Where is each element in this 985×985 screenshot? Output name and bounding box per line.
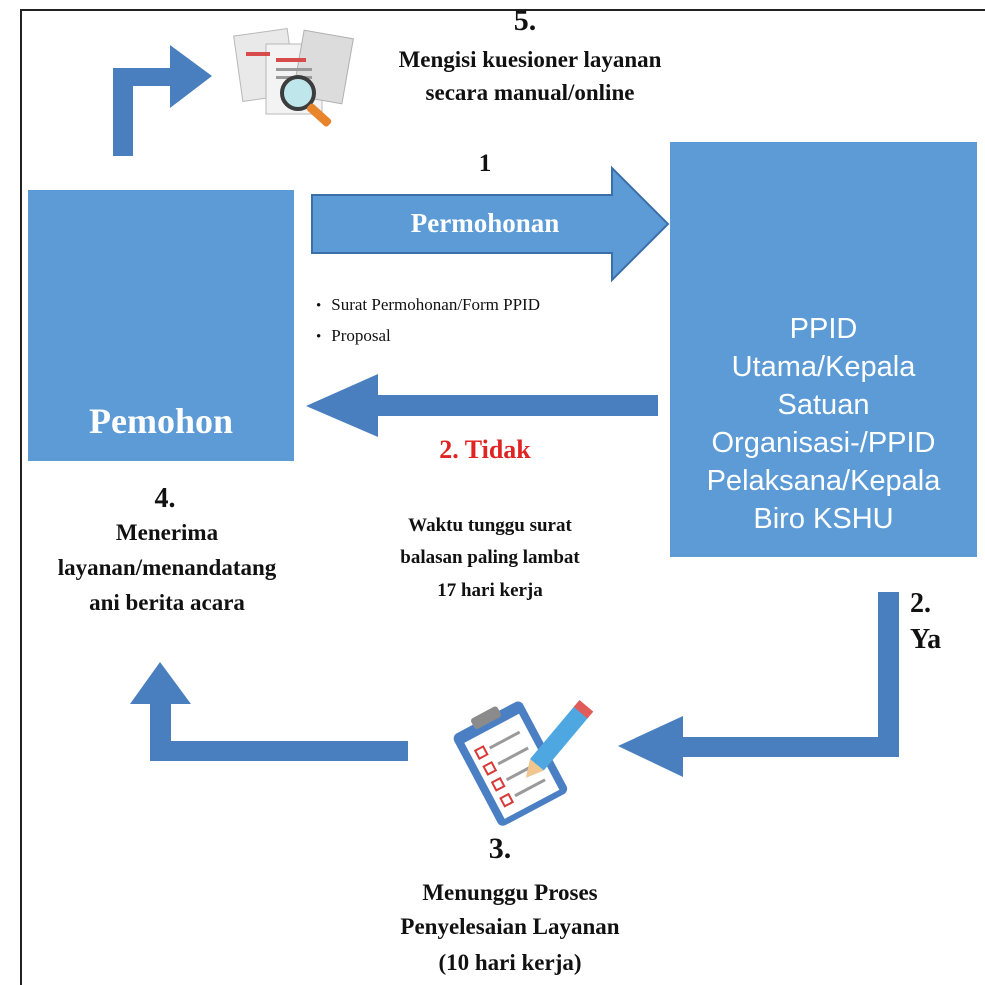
step5-line: secara manual/online — [425, 80, 635, 105]
requirement-item: Proposal — [316, 321, 540, 352]
ppid-line: Satuan — [777, 389, 870, 421]
ppid-line: Organisasi-/PPID — [711, 427, 936, 459]
step5-line: Mengisi kuesioner layanan — [398, 47, 662, 72]
step5-number: 5. — [513, 4, 537, 37]
ppid-line: Pelaksana/Kepala — [706, 465, 941, 497]
ppid-line: Biro KSHU — [753, 503, 894, 535]
top-border — [20, 9, 985, 11]
wait-note-line: 17 hari kerja — [437, 580, 543, 601]
permohonan-label: Permohonan — [410, 208, 560, 238]
step4-line: layanan/menandatang — [57, 555, 277, 580]
left-border — [20, 9, 22, 985]
arrow-tidak — [306, 374, 658, 437]
arrow-to-pemohon — [130, 662, 408, 761]
step2-tidak-label: 2. Tidak — [439, 435, 531, 464]
step1-number: 1 — [478, 150, 492, 177]
requirements-list: Surat Permohonan/Form PPID Proposal — [316, 290, 540, 352]
step3-line: Penyelesaian Layanan — [400, 914, 620, 939]
step4-line: ani berita acara — [89, 590, 245, 615]
step3-line: (10 hari kerja) — [438, 950, 582, 975]
ppid-line: PPID — [789, 313, 858, 345]
pemohon-label: Pemohon — [89, 401, 233, 441]
clipboard-checklist-icon — [453, 701, 568, 826]
requirement-item: Surat Permohonan/Form PPID — [316, 290, 540, 321]
step3-line: Menunggu Proses — [422, 880, 598, 905]
arrow-ya — [618, 592, 899, 777]
step2-ya-number: 2. — [910, 588, 931, 619]
pemohon-box: Pemohon — [28, 190, 294, 461]
step2-ya-label: Ya — [910, 624, 942, 655]
arrow-to-questionnaire — [113, 45, 212, 156]
step4-line: Menerima — [115, 520, 219, 545]
step3-number: 3. — [488, 832, 512, 865]
ppid-line: Utama/Kepala — [731, 351, 916, 383]
arrow-permohonan — [311, 165, 670, 283]
wait-note-line: balasan paling lambat — [400, 547, 580, 568]
ppid-label: PPID Utama/Kepala Satuan Organisasi-/PPI… — [670, 310, 977, 538]
ppid-box: PPID Utama/Kepala Satuan Organisasi-/PPI… — [670, 142, 977, 557]
document-search-icon — [233, 27, 354, 127]
wait-note-line: Waktu tunggu surat — [408, 515, 572, 536]
step4-number: 4. — [154, 483, 176, 514]
pencil-icon — [525, 699, 594, 778]
